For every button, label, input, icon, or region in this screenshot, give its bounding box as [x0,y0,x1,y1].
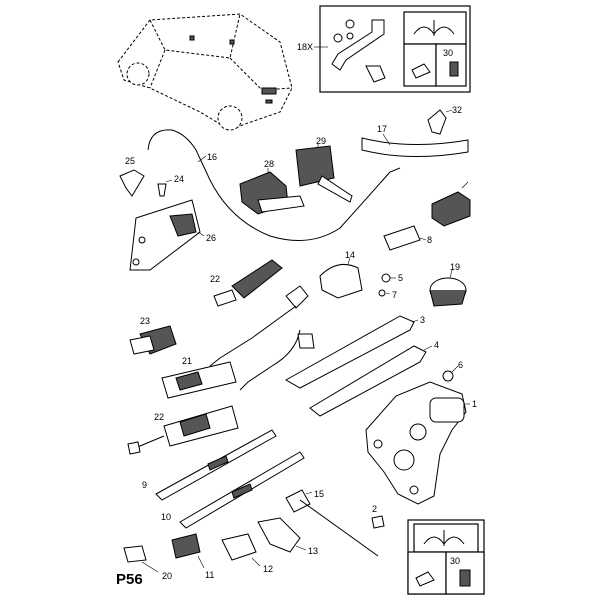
part-13-connector: 13 [257,517,318,556]
part-4-wiper-arm: 4 [309,340,439,417]
label-26: 25 [125,156,135,166]
part-11-nozzle: 11 [171,533,214,580]
label-4: 4 [434,340,439,350]
part-5-nut: 5 [381,273,403,283]
part-28-actuator: 28 [239,159,305,215]
label-31: 32 [452,105,462,115]
part-32-lock [431,181,471,227]
kit-box-bottom: 30 [407,519,485,595]
part-12-nozzle: 12 [221,533,273,574]
label-8: 8 [427,235,432,245]
label-9: 9 [142,480,147,490]
repair-kit-box: 18X 30 [297,5,471,93]
part-9-wiper-blade: 9 [142,429,277,501]
kit-quantity-label: 18X [297,42,313,52]
label-1: 1 [472,399,477,409]
vehicle-illustration [117,13,293,131]
label-11: 11 [205,570,214,580]
label-27: 26 [206,233,216,243]
inset-top-30: 30 [443,48,453,58]
part-23-handle: 21 [161,356,237,399]
part-21-connector: 22 [210,259,283,307]
label-16: 16 [207,152,217,162]
label-19: 19 [450,262,460,272]
label-2: 2 [372,504,377,514]
part-29-actuator: 29 [295,136,353,203]
part-19-tape: 19 [429,262,467,307]
label-12: 12 [263,564,273,574]
part-8-cap: 8 [383,225,432,251]
part-7-washer: 7 [378,289,397,300]
label-13: 13 [308,546,318,556]
part-2-bolt: 2 [371,504,385,529]
page-number: P56 [116,571,143,588]
label-7: 7 [392,290,397,300]
label-5: 5 [398,273,403,283]
part-15-rod: 15 [285,489,379,557]
part-17-hose: 17 [361,124,469,158]
part-14-cover: 14 [319,250,363,299]
inset-bottom-30: 30 [450,556,460,566]
manual-book-icon-bottom [413,523,479,553]
label-22: 23 [140,316,150,326]
label-15: 15 [314,489,324,499]
part-20-nozzle: 21 [123,545,147,563]
label-28: 28 [264,159,274,169]
part-26-clip: 25 [119,156,145,197]
label-3: 3 [420,315,425,325]
part-24-handle: 22 [127,405,239,455]
wiring-harness [209,285,315,391]
manual-book-icon [403,11,467,45]
part-25-screw: 24 [157,174,184,197]
part-22-connector: 23 [129,316,177,355]
label-29: 29 [316,136,326,146]
label-17: 17 [377,124,387,134]
label-21: 22 [210,274,220,284]
part-1-wiper-motor: 1 [365,381,477,505]
label-25: 24 [174,174,184,184]
part-6-cap: 6 [442,360,463,382]
part-27-bracket: 26 [129,199,216,271]
label-6: 6 [458,360,463,370]
label-10: 10 [161,512,171,522]
part-16-cable: 16 [147,129,401,241]
part-3-wiper-arm: 3 [284,315,425,389]
label-14: 14 [345,250,355,260]
label-23: 21 [182,356,192,366]
part-31: 32 [427,105,462,135]
part-10-wiper-blade: 10 [161,451,305,529]
label-20-text: 20 [162,571,172,581]
label-24: 22 [154,412,164,422]
